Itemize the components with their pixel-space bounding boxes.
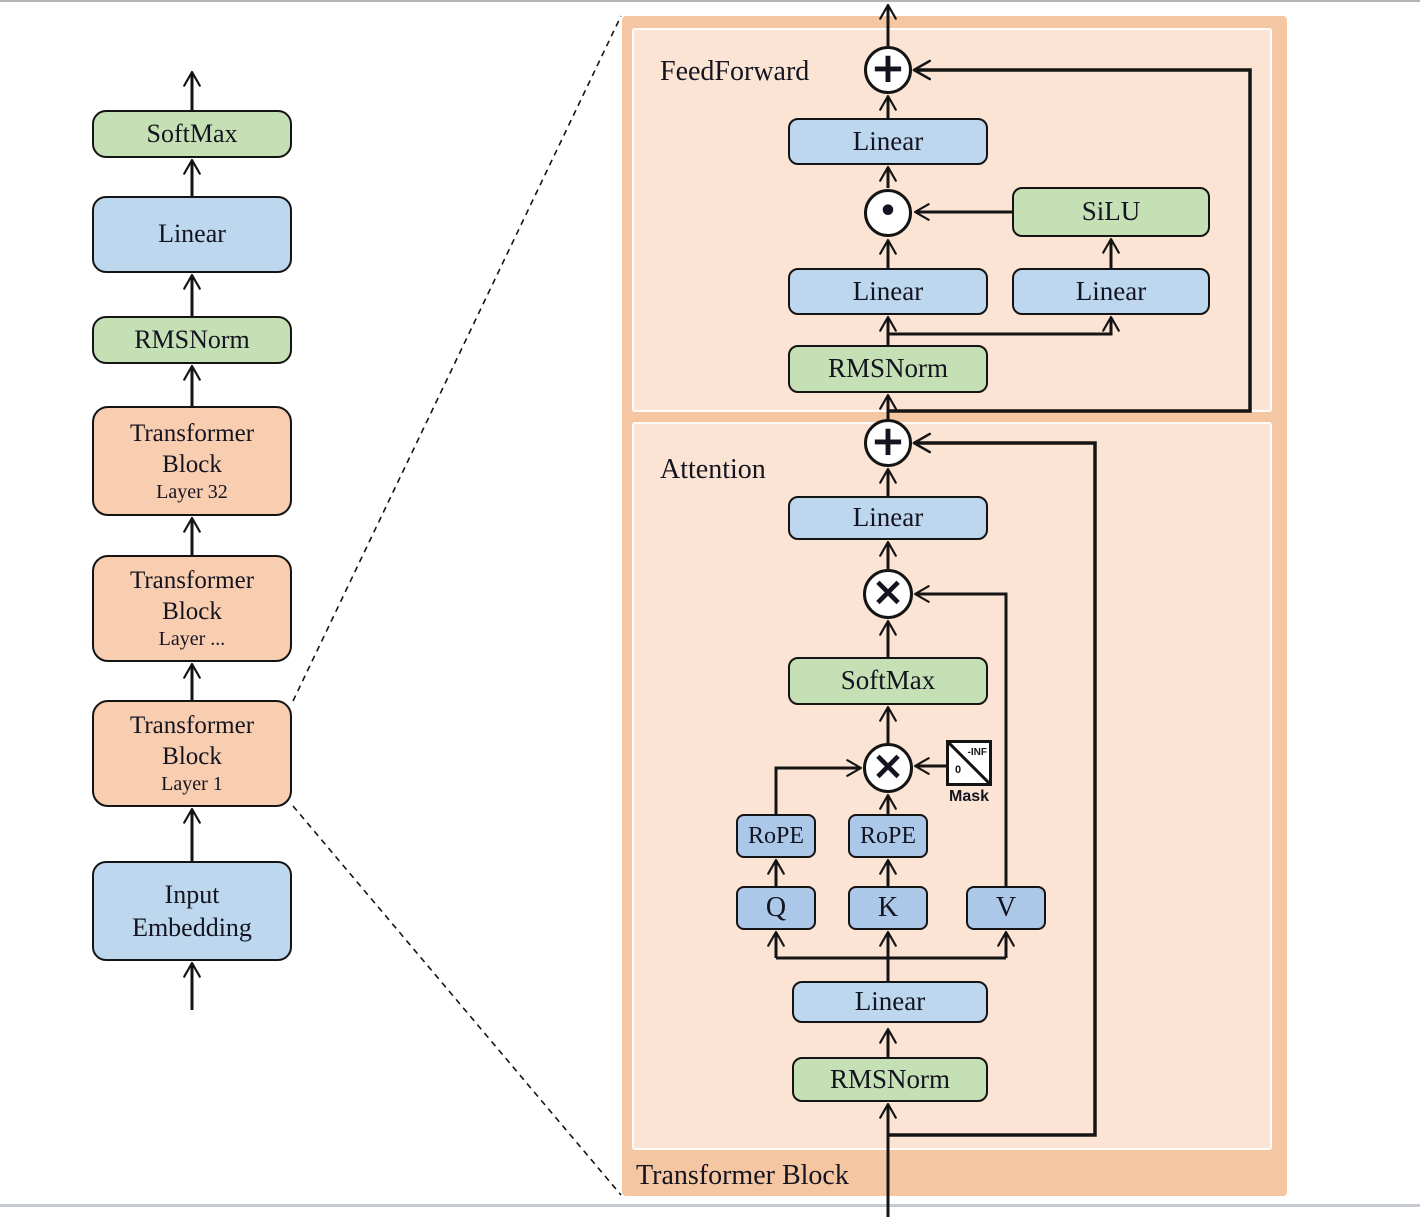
v-box: V <box>966 886 1046 930</box>
top-divider <box>0 0 1420 2</box>
plus-glyph: + <box>870 415 906 465</box>
attn-rmsnorm-box: RMSNorm <box>792 1057 988 1102</box>
matmul-icon: × <box>863 743 913 793</box>
transformer-block-layer1: Transformer Block Layer 1 <box>92 700 292 807</box>
q-box: Q <box>736 886 816 930</box>
dot-glyph: • <box>878 193 898 229</box>
elementwise-mult-icon: • <box>864 189 912 237</box>
block-title: Block <box>162 450 222 478</box>
block-title: Block <box>162 598 222 625</box>
mask-label: Mask <box>948 788 990 805</box>
block-title: Transformer <box>129 419 255 447</box>
feedforward-label: FeedForward <box>660 56 810 87</box>
rmsnorm-final-box: RMSNorm <box>92 316 292 364</box>
mask-icon: -INF 0 <box>946 740 992 786</box>
k-box: K <box>848 886 928 930</box>
block-title: Transformer <box>129 567 255 594</box>
bottom-divider <box>0 1204 1420 1207</box>
times-glyph: × <box>871 569 905 615</box>
ff-linear-up-box: Linear <box>788 268 988 315</box>
residual-add-icon: + <box>864 46 912 94</box>
block-title: Block <box>162 743 222 770</box>
input-embedding-line: Input <box>164 880 220 909</box>
linear-head-box: Linear <box>92 196 292 273</box>
block-layer-label: Layer 32 <box>156 480 228 503</box>
mask-neg-inf: -INF <box>967 747 987 758</box>
transformer-block-layer32: Transformer Block Layer 32 <box>92 406 292 516</box>
ff-linear-down-box: Linear <box>788 118 988 165</box>
times-glyph: × <box>871 743 905 789</box>
rope-q-box: RoPE <box>736 814 816 858</box>
attn-linear-out-box: Linear <box>788 496 988 540</box>
input-embedding-box: Input Embedding <box>92 861 292 961</box>
silu-box: SiLU <box>1012 187 1210 237</box>
input-embedding-line: Embedding <box>132 913 252 942</box>
transformer-block-layer-ellipsis: Transformer Block Layer ... <box>92 555 292 662</box>
ff-rmsnorm-box: RMSNorm <box>788 345 988 393</box>
ff-linear-gate-box: Linear <box>1012 268 1210 315</box>
attn-softmax-box: SoftMax <box>788 657 988 705</box>
attention-label: Attention <box>660 454 766 485</box>
attn-linear-qkv-box: Linear <box>792 981 988 1023</box>
block-layer-label: Layer ... <box>158 628 226 650</box>
mask-zero: 0 <box>955 764 962 776</box>
plus-glyph: + <box>870 42 906 92</box>
rope-k-box: RoPE <box>848 814 928 858</box>
residual-add-icon: + <box>864 419 912 467</box>
matmul-icon: × <box>863 569 913 619</box>
softmax-head-box: SoftMax <box>92 110 292 158</box>
transformer-block-label: Transformer Block <box>636 1160 849 1191</box>
block-title: Transformer <box>129 712 255 739</box>
block-layer-label: Layer 1 <box>161 773 223 795</box>
mask-diagonal <box>949 743 989 783</box>
